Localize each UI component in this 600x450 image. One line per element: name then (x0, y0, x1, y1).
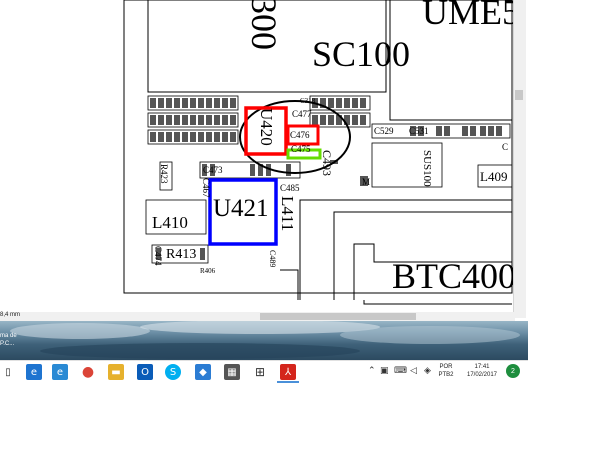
clock[interactable]: 17:41 17/02/2017 (466, 364, 498, 378)
component-label: C (502, 142, 509, 152)
clouds-image (10, 321, 520, 359)
security-icon[interactable]: ◈ (424, 366, 431, 376)
c475-label: C475 (291, 144, 311, 154)
highlight-circle (239, 100, 351, 174)
c476-red-box (286, 124, 320, 146)
c318-label: C318 (300, 97, 316, 105)
skype-icon[interactable]: S (165, 364, 181, 380)
scale-readout: 8,4 mm (0, 312, 21, 318)
horizontal-scrollbar[interactable] (0, 312, 515, 321)
windows-start-icon[interactable]: ▯ (5, 366, 11, 378)
c473-label: C473 (203, 165, 223, 175)
sus100-label: SUS100 (421, 150, 433, 187)
vertical-scroll-thumb[interactable] (515, 90, 523, 100)
schematic-drawing (123, 0, 513, 305)
sc100-label: SC100 (312, 34, 411, 74)
ume-label: UME5 (422, 0, 520, 32)
desktop-icon-label[interactable]: ma de P.C... (0, 333, 17, 347)
horizontal-scroll-thumb[interactable] (260, 313, 416, 320)
pdf-icon[interactable]: ⅄ (280, 364, 296, 380)
btc-label: BTC400 (392, 256, 517, 296)
u421-blue-box (208, 178, 278, 246)
schematic-viewer[interactable]: 300 SC100 UME5 U420 U421 L410 L411 R413 … (0, 0, 528, 360)
c529-label: C529 (374, 126, 394, 136)
r413-label: R413 (166, 247, 197, 262)
c467-label: C467 (201, 178, 211, 198)
l409-label: L409 (480, 169, 508, 184)
c474-label: C474 (153, 246, 163, 266)
chrome-icon[interactable]: ● (80, 364, 96, 380)
u420-label: U420 (257, 108, 276, 146)
u420-red-box (244, 106, 288, 156)
outlook-icon[interactable]: O (137, 364, 153, 380)
vertical-scrollbar[interactable] (513, 0, 526, 318)
c477-label: C477 (292, 109, 312, 119)
keyboard-icon[interactable]: ⌨ (394, 366, 407, 376)
chevron-up-icon[interactable]: ⌃ (368, 366, 376, 376)
r423-label: R423 (159, 164, 169, 184)
store-icon[interactable]: ⊞ (252, 364, 268, 380)
c493-label: C493 (320, 150, 334, 177)
file-explorer-icon[interactable]: ▬ (108, 364, 124, 380)
edge-icon[interactable]: e (26, 364, 42, 380)
r406-label: R406 (200, 267, 216, 275)
c531-label: C531 (409, 126, 429, 136)
calculator-icon[interactable]: ▦ (224, 364, 240, 380)
notification-center-icon[interactable]: 2 (506, 364, 520, 378)
network-icon[interactable]: ▣ (380, 366, 389, 376)
language-indicator[interactable]: POR PTB2 (438, 364, 454, 378)
app-icon[interactable]: ◆ (195, 364, 211, 380)
volume-icon[interactable]: ◁ (410, 366, 417, 376)
u300-label: 300 (244, 0, 284, 50)
internet-explorer-icon[interactable]: e (52, 364, 68, 380)
u421-label: U421 (213, 195, 269, 222)
c475-green-box (286, 148, 322, 160)
l411-label: L411 (278, 196, 297, 232)
c489-label: C489 (268, 250, 277, 268)
active-app-indicator (277, 381, 299, 383)
l410-label: L410 (152, 213, 188, 232)
c476-label: C476 (290, 130, 310, 140)
component-label: M (362, 177, 371, 187)
desktop-background (0, 321, 528, 360)
c485-label: C485 (280, 183, 300, 193)
